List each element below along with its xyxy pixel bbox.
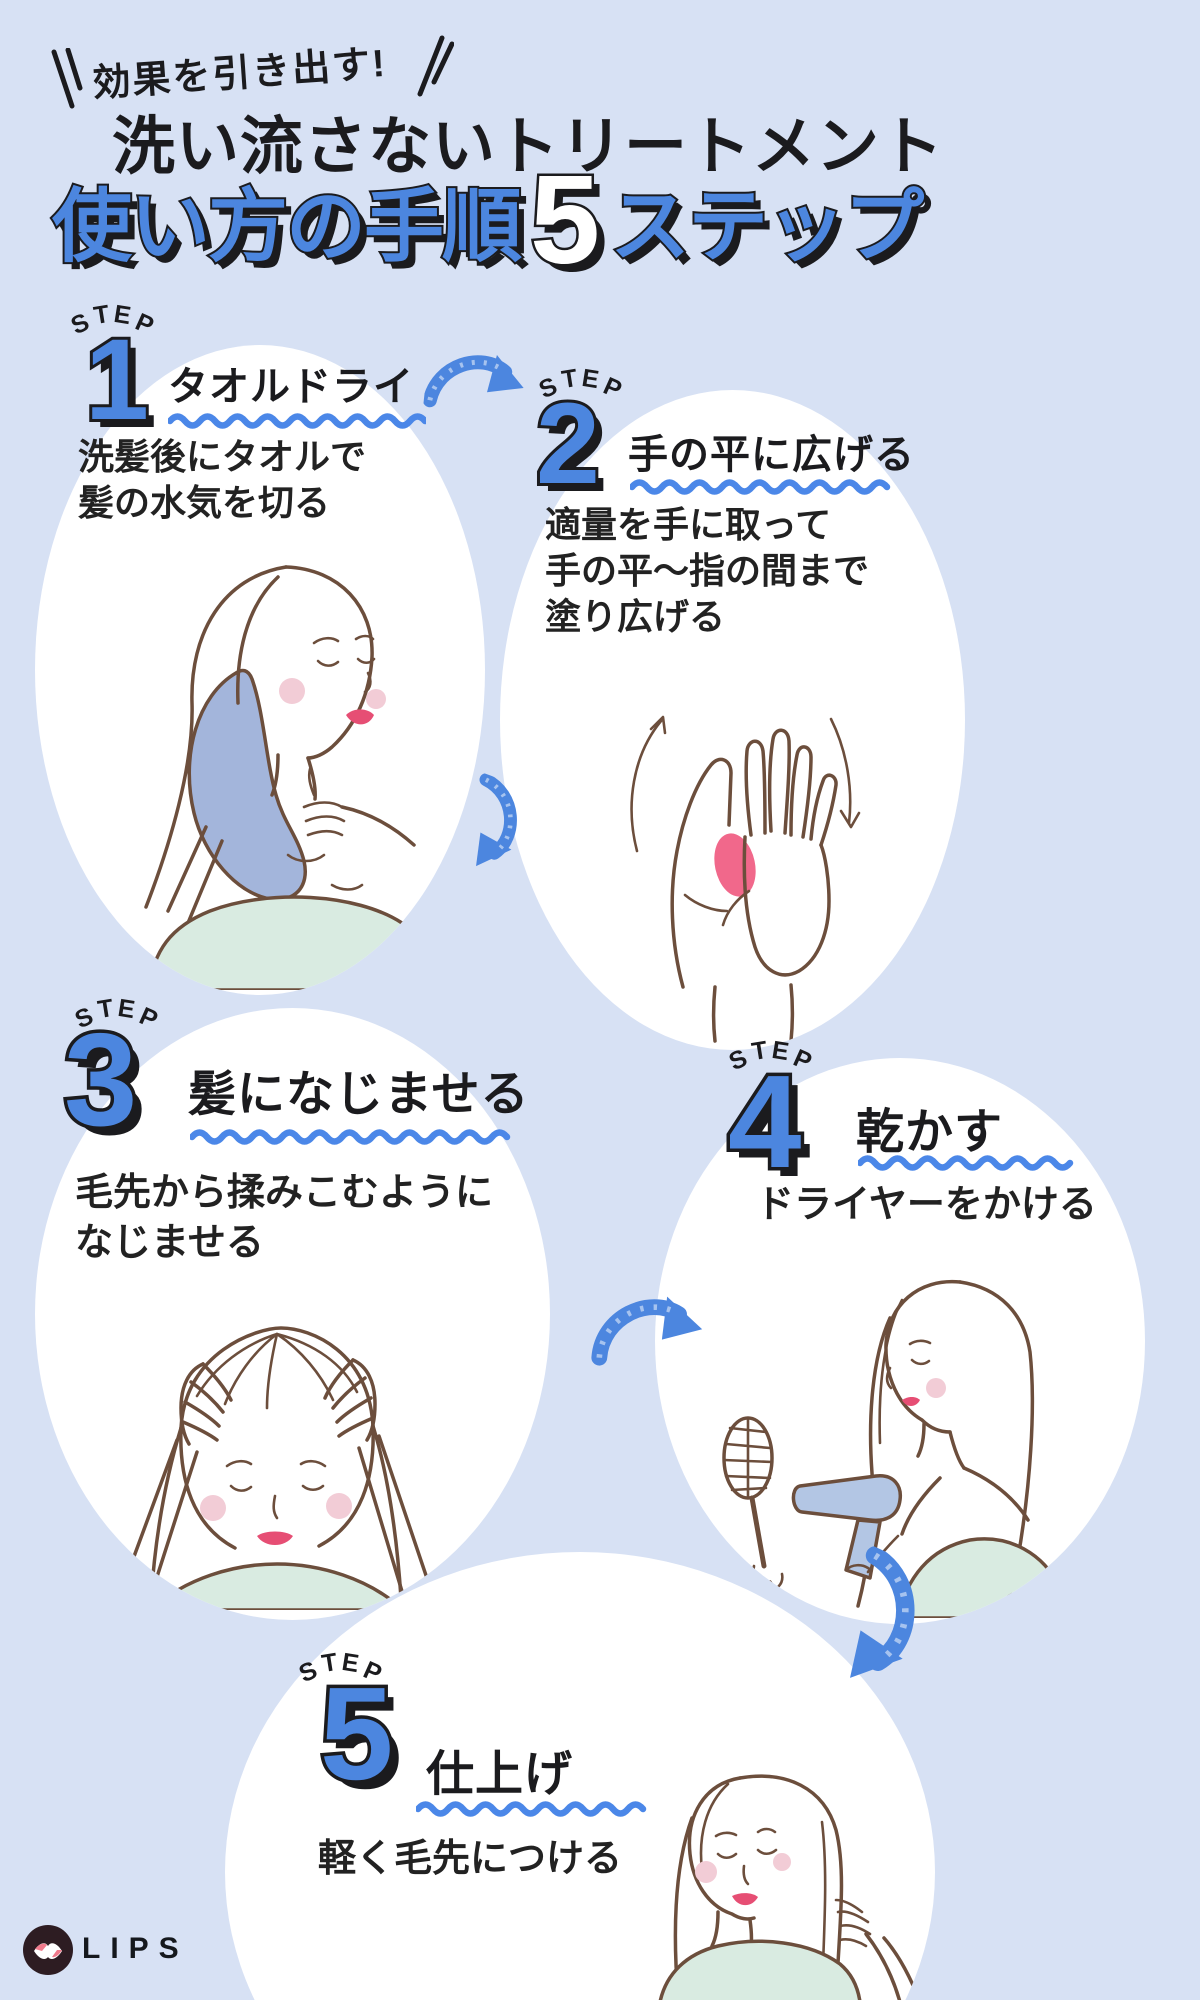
step1-wavy-underline [168, 413, 426, 429]
step2-title: 手の平に広げる [628, 433, 915, 477]
towel-dry-woman-illustration [144, 565, 434, 990]
step3-circle [35, 1008, 550, 1620]
curve-arrow-step2-to-step3-icon [476, 773, 517, 867]
step2-wavy-underline [630, 479, 891, 495]
step4-body: ドライヤーをかける [756, 1184, 1097, 1226]
finishing-touch-woman-illustration [658, 1774, 922, 2000]
hands-spreading-cream-illustration [630, 715, 861, 1043]
step2-circle [500, 390, 965, 1050]
step3-body: 毛先から揉みこむように なじませる [75, 1172, 494, 1264]
double-slash-left-icon [51, 48, 83, 109]
curve-arrow-step1-to-step2-icon [422, 355, 524, 408]
step4-title: 乾かす [856, 1106, 1004, 1159]
step2-number: 2 [533, 380, 603, 508]
step1-circle [35, 345, 485, 995]
subtitle-left: 使い方の手順 [50, 180, 524, 273]
step5-wavy-underline [416, 1801, 647, 1817]
step4-circle [655, 1058, 1145, 1624]
step3-number: 3 [60, 1006, 140, 1153]
subtitle-right: ステップ [608, 180, 926, 273]
brand-name: LIPS [82, 1932, 189, 1965]
curve-arrow-step4-to-step5-icon [850, 1546, 915, 1678]
step3-title: 髪になじませる [188, 1068, 530, 1121]
page-subtitle: 使い方の手順 5 ステップ [50, 149, 926, 291]
step5-title: 仕上げ [426, 1748, 574, 1801]
scalp-massage-woman-illustration [113, 1326, 439, 1610]
page-title: 洗い流さないトリートメント [112, 112, 944, 182]
step2-body: 適量を手に取って 手の平〜指の間まで 塗り広げる [545, 504, 870, 637]
step3-wavy-underline [190, 1129, 511, 1145]
step4-wavy-underline [858, 1155, 1074, 1171]
step1-title: タオルドライ [168, 365, 414, 409]
curve-arrow-step3-to-step4-icon [591, 1296, 703, 1366]
lips-logo-icon [23, 1925, 73, 1975]
step1-body: 洗髪後にタオルで 髪の水気を切る [78, 436, 367, 523]
double-slash-right-icon [417, 35, 454, 97]
step5-body: 軽く毛先につける [318, 1838, 623, 1880]
step4-number: 4 [724, 1048, 804, 1195]
step1-number: 1 [82, 316, 152, 444]
step5-number: 5 [316, 1660, 396, 1807]
blow-dry-woman-illustration [722, 1279, 1066, 1618]
subtitle-number: 5 [527, 149, 602, 291]
